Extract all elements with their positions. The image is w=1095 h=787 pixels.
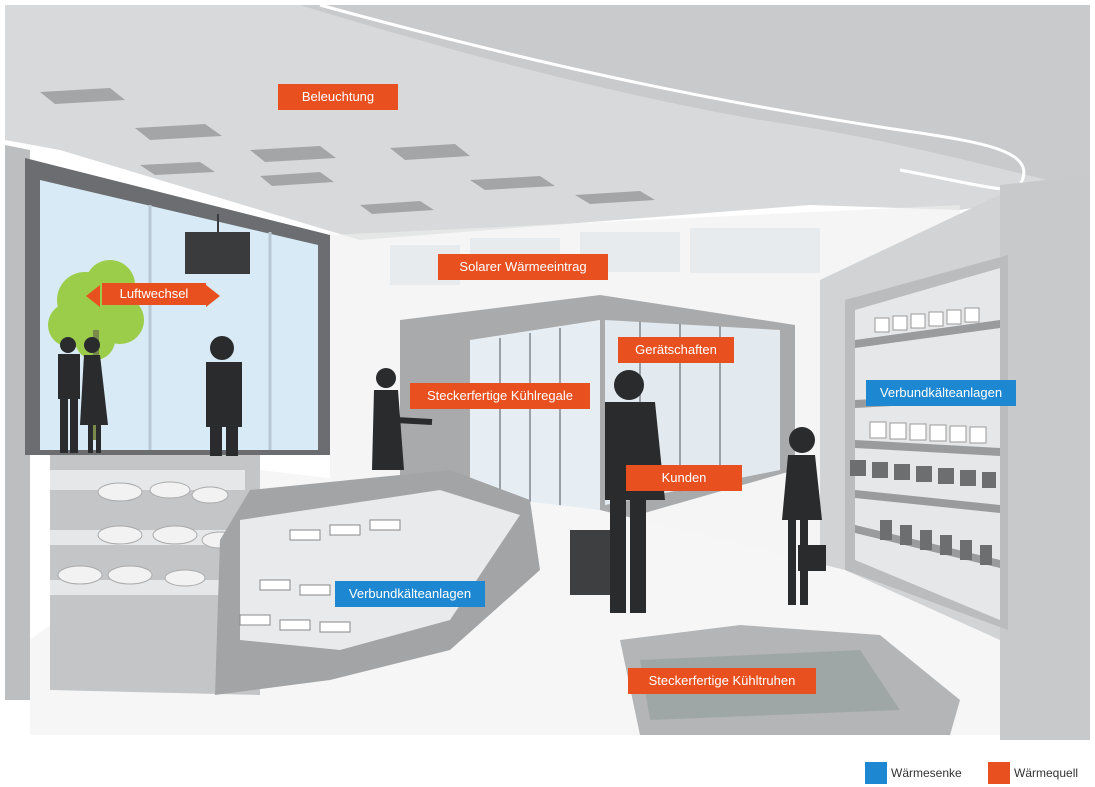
left-wall	[5, 145, 30, 700]
legend-sink-label: Wärmesenke	[891, 766, 962, 780]
deli-counter	[50, 455, 260, 695]
legend-source-swatch	[988, 762, 1010, 784]
double-arrow-left-right-icon	[86, 285, 220, 307]
label-geraetschaften: Gerätschaften	[618, 337, 734, 363]
label-luftwechsel: Luftwechsel	[102, 283, 206, 305]
label-solarer-waermeeintrag: Solarer Wärmeeintrag	[438, 254, 608, 280]
ceiling-lights	[40, 88, 655, 214]
label-kunden: Kunden	[626, 465, 742, 491]
legend-source: Wärmequell	[988, 762, 1078, 784]
label-steckerfertige-kuehlregale: Steckerfertige Kühlregale	[410, 383, 590, 409]
label-verbundkaelteanlagen-right: Verbundkälteanlagen	[866, 380, 1016, 406]
legend-source-label: Wärmequell	[1014, 766, 1079, 780]
legend-sink: Wärmesenke	[865, 762, 962, 784]
label-beleuchtung: Beleuchtung	[278, 84, 398, 110]
label-steckerfertige-kuehltruhen: Steckerfertige Kühltruhen	[628, 668, 816, 694]
monitor	[185, 232, 250, 274]
label-verbundkaelteanlagen-left: Verbundkälteanlagen	[335, 581, 485, 607]
luftwechsel-group: Luftwechsel	[86, 283, 220, 307]
legend-sink-swatch	[865, 762, 887, 784]
